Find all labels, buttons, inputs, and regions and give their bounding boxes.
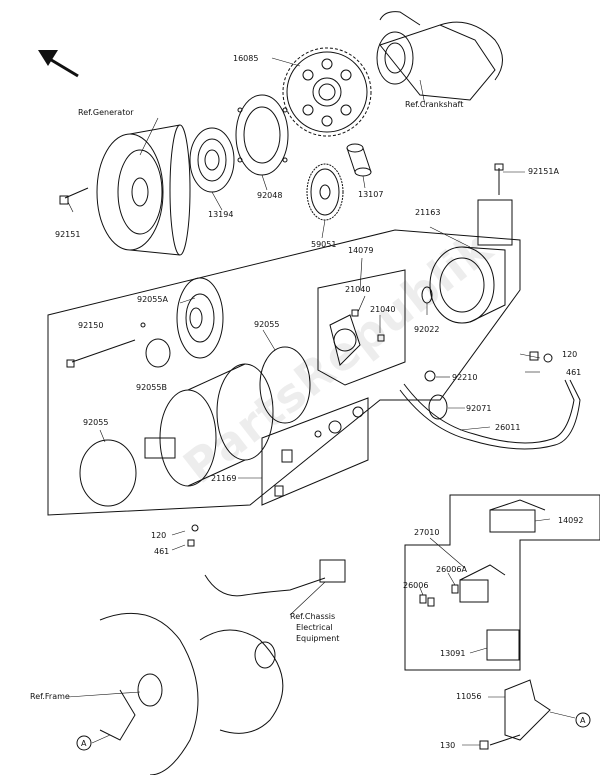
label-11056: 11056 (456, 692, 482, 701)
label-ref-crankshaft: Ref.Crankshaft (405, 100, 464, 109)
fuse-26006a (451, 584, 459, 594)
label-marker-a-left: A (81, 739, 87, 748)
label-92055b: 92055B (136, 383, 167, 392)
spacer-plate-92048 (235, 94, 289, 176)
label-26006a: 26006A (436, 565, 467, 574)
starter-front-cover (176, 277, 224, 359)
label-14092: 14092 (558, 516, 584, 525)
label-120-left: 120 (151, 531, 167, 540)
terminal-parts (274, 420, 342, 497)
frame-part (99, 612, 284, 775)
starter-motor-body (144, 363, 274, 487)
nut (352, 406, 364, 418)
label-461-right: 461 (566, 368, 582, 377)
label-92048: 92048 (257, 191, 283, 200)
generator-rotor (96, 124, 191, 256)
marker-a-right-icon (575, 712, 591, 728)
bolt-92151 (59, 187, 89, 205)
label-92151: 92151 (55, 230, 81, 239)
label-461-left: 461 (154, 547, 170, 556)
label-ref-generator: Ref.Generator (78, 108, 134, 117)
front-direction-arrow-icon (38, 50, 79, 78)
label-ref-chassis-1: Ref.Chassis (290, 612, 336, 621)
o-ring-92055b (145, 338, 171, 368)
starter-clutch-gear (282, 47, 372, 137)
label-21169: 21169 (211, 474, 237, 483)
label-13194: 13194 (208, 210, 234, 219)
label-13091: 13091 (440, 649, 466, 658)
o-ring-92055-left (79, 439, 137, 507)
label-marker-a-right: A (580, 716, 586, 725)
label-130: 130 (440, 741, 456, 750)
label-92022: 92022 (414, 325, 440, 334)
starter-cable-26011 (399, 351, 581, 450)
terminal-kit-outline (261, 397, 369, 506)
label-21163: 21163 (415, 208, 441, 217)
cap-92071 (428, 394, 448, 420)
brush-holder-14079 (329, 309, 385, 366)
label-13107: 13107 (358, 190, 384, 199)
starter-assembly-outline (47, 229, 521, 516)
idler-gear-59051 (306, 163, 344, 221)
label-16085: 16085 (233, 54, 259, 63)
o-ring-92055-top (259, 346, 311, 424)
wire-harness-lead (187, 524, 346, 597)
label-92055-left: 92055 (83, 418, 109, 427)
label-92055-top: 92055 (254, 320, 280, 329)
crankshaft-part (376, 11, 503, 101)
nut-92210 (424, 370, 436, 382)
label-ref-chassis-2: Electrical (296, 623, 333, 632)
bolt-92151a (494, 163, 504, 195)
label-26011: 26011 (495, 423, 521, 432)
label-27010: 27010 (414, 528, 440, 537)
label-92071: 92071 (466, 404, 492, 413)
through-bolt-92150 (66, 339, 136, 368)
label-59051: 59051 (311, 240, 337, 249)
label-ref-frame: Ref.Frame (30, 692, 70, 701)
label-92210: 92210 (452, 373, 478, 382)
marker-a-left-icon (76, 735, 92, 751)
sleeve-13107 (346, 143, 372, 177)
washer-92055a (140, 322, 146, 328)
label-21040-a: 21040 (345, 285, 371, 294)
label-92151a: 92151A (528, 167, 559, 176)
label-21040-b: 21040 (370, 305, 396, 314)
label-26006: 26006 (403, 581, 429, 590)
one-way-clutch-13194 (189, 127, 235, 193)
relay-assembly-outline (404, 494, 600, 671)
label-92055a: 92055A (137, 295, 168, 304)
label-14079: 14079 (348, 246, 374, 255)
label-120-right: 120 (562, 350, 578, 359)
starter-rear-cover-21163 (429, 199, 513, 324)
bracket-11056 (479, 679, 551, 750)
fuse-26006 (419, 594, 435, 607)
leader-lines (67, 57, 576, 746)
label-92150: 92150 (78, 321, 104, 330)
relay-cover-14092 (489, 499, 546, 533)
brush-holder-inset-outline (317, 269, 406, 386)
relay-27010 (459, 564, 520, 661)
label-ref-chassis-3: Equipment (296, 634, 340, 643)
